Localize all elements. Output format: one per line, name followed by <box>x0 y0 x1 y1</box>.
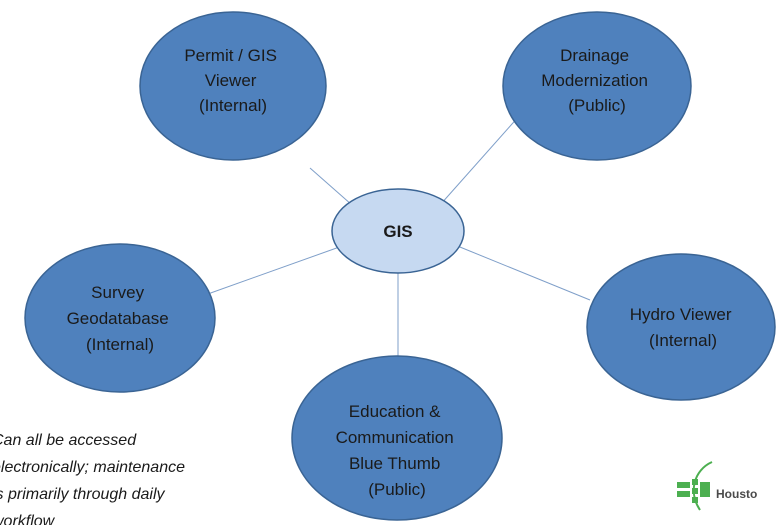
node-label-line: Modernization <box>541 71 648 90</box>
node-education-communication: Education & Communication Blue Thumb (Pu… <box>291 355 503 521</box>
svg-text:Permit / GIS Viewer: Permit / GIS Viewer (Internal) <box>184 46 281 115</box>
note-line: electronically; maintenance <box>0 459 185 476</box>
hub-gis: GIS <box>331 188 465 274</box>
node-ellipse <box>139 11 327 161</box>
note-line: workflow <box>0 513 56 525</box>
node-ellipse <box>24 243 216 393</box>
logo-block <box>692 488 698 494</box>
svg-text:Can all be accessed elec: Can all be accessed electronically; main… <box>0 432 189 525</box>
node-label-line: Geodatabase <box>67 309 169 328</box>
node-ellipse <box>291 355 503 521</box>
hub-label: GIS <box>383 222 412 241</box>
connector-drainage <box>439 114 521 206</box>
logo-text: Housto <box>716 487 757 501</box>
svg-text:Drainage Modernization: Drainage Modernization (Public) <box>541 46 653 115</box>
node-label-line: Communication <box>336 428 454 447</box>
logo-block <box>700 482 710 497</box>
node-label-line: (Public) <box>368 480 426 499</box>
node-drainage-modernization: Drainage Modernization (Public) <box>502 11 692 161</box>
note: Can all be accessed electronically; main… <box>0 432 189 525</box>
svg-text:Survey Geodatabase: Survey Geodatabase (Internal) <box>67 283 174 354</box>
connector-permit <box>309 167 353 206</box>
node-label-line: Survey <box>91 283 144 302</box>
node-label-line: Blue Thumb <box>349 454 440 473</box>
node-label-line: Permit / GIS <box>184 46 277 65</box>
logo-block <box>692 497 698 503</box>
note-line: Can all be accessed <box>0 432 137 449</box>
svg-text:Education & Communicatio: Education & Communication Blue Thumb (Pu… <box>336 402 459 499</box>
hub-ellipse <box>331 188 465 274</box>
node-ellipse <box>586 253 776 401</box>
connector-survey <box>204 244 346 296</box>
node-label-line: Hydro Viewer <box>630 305 732 324</box>
connector-hydro <box>454 244 591 301</box>
logo-block <box>677 482 690 488</box>
node-permit-gis-viewer: Permit / GIS Viewer (Internal) <box>139 11 327 161</box>
node-label-line: (Internal) <box>199 96 267 115</box>
node-label-line: Drainage <box>560 46 629 65</box>
connectors <box>204 114 591 368</box>
node-label-line: (Public) <box>568 96 626 115</box>
node-label-line: Viewer <box>205 71 257 90</box>
node-survey-geodatabase: Survey Geodatabase (Internal) <box>24 243 216 393</box>
svg-text:Hydro Viewer (Internal): Hydro Viewer (Internal) <box>630 305 736 350</box>
logo-block <box>677 491 690 497</box>
node-label-line: (Internal) <box>649 331 717 350</box>
logo: Housto <box>677 461 757 511</box>
node-label-line: Education & <box>349 402 441 421</box>
node-hydro-viewer: Hydro Viewer (Internal) <box>586 253 776 401</box>
node-label-line: (Internal) <box>86 335 154 354</box>
note-line: is primarily through daily <box>0 486 166 503</box>
node-ellipse <box>502 11 692 161</box>
logo-block <box>692 479 698 485</box>
